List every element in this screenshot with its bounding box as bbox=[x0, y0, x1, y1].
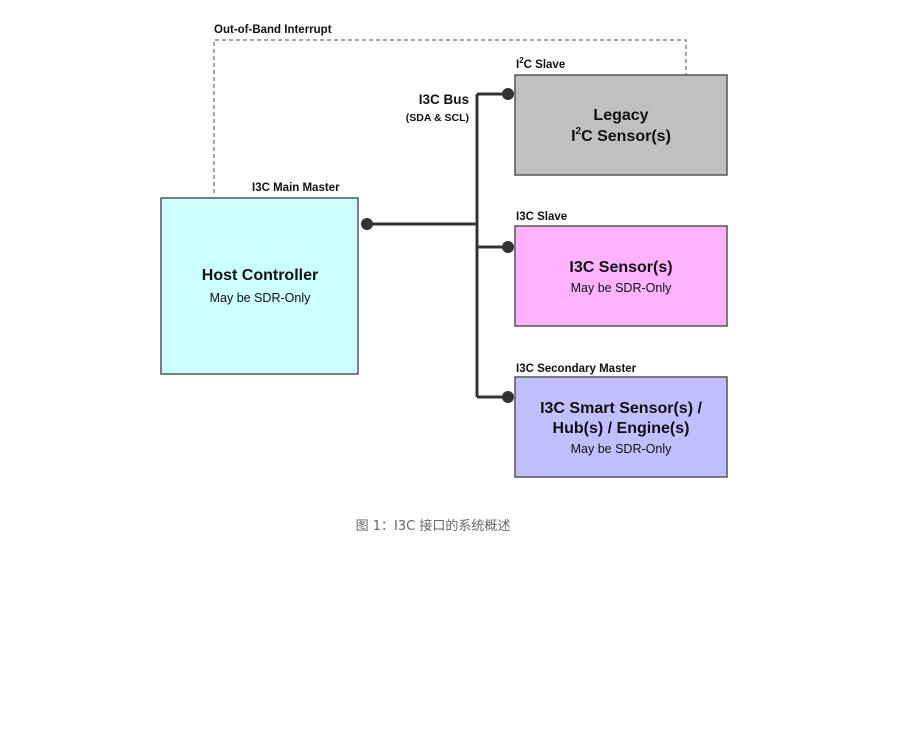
sensor-bus-connector bbox=[502, 241, 514, 253]
smart-sensor-title-line2: Hub(s) / Engine(s) bbox=[553, 420, 690, 437]
smart-role-label: I3C Secondary Master bbox=[516, 363, 637, 375]
bus-subtitle: (SDA & SCL) bbox=[406, 112, 469, 124]
sensor-role-label: I3C Slave bbox=[516, 211, 567, 223]
oob-interrupt-label: Out-of-Band Interrupt bbox=[214, 24, 332, 36]
smart-sensor-subtitle: May be SDR-Only bbox=[571, 442, 672, 456]
bus-title: I3C Bus bbox=[419, 92, 469, 107]
legacy-sensor-box bbox=[514, 74, 728, 176]
host-bus-connector bbox=[361, 218, 373, 230]
legacy-role-label: I2C Slave bbox=[516, 56, 565, 71]
i3c-sensor-block: I3C Slave I3C Sensor(s) May be SDR-Only bbox=[514, 211, 728, 327]
host-role-label: I3C Main Master bbox=[252, 182, 340, 194]
oob-interrupt-line bbox=[213, 39, 687, 193]
host-controller-box bbox=[160, 197, 359, 375]
smart-sensor-title-line1: I3C Smart Sensor(s) / bbox=[540, 400, 702, 417]
i3c-sensor-subtitle: May be SDR-Only bbox=[571, 281, 672, 295]
legacy-sensor-title-line2: I2C Sensor(s) bbox=[571, 126, 671, 145]
host-controller-title: Host Controller bbox=[202, 267, 318, 284]
smart-bus-connector bbox=[502, 391, 514, 403]
legacy-bus-connector bbox=[502, 88, 514, 100]
i3c-sensor-box bbox=[514, 225, 728, 327]
figure-caption: 图 1：I3C 接口的系统概述 bbox=[355, 519, 511, 534]
smart-sensor-box bbox=[514, 376, 728, 478]
i3c-bus bbox=[361, 88, 514, 403]
i3c-sensor-title: I3C Sensor(s) bbox=[569, 259, 672, 276]
legacy-sensor-block: I2C Slave Legacy I2C Sensor(s) bbox=[514, 56, 728, 176]
smart-sensor-block: I3C Secondary Master I3C Smart Sensor(s)… bbox=[514, 363, 728, 478]
host-controller-block: I3C Main Master Host Controller May be S… bbox=[160, 182, 359, 375]
host-controller-subtitle: May be SDR-Only bbox=[210, 291, 311, 305]
legacy-sensor-title-line1: Legacy bbox=[593, 107, 648, 124]
